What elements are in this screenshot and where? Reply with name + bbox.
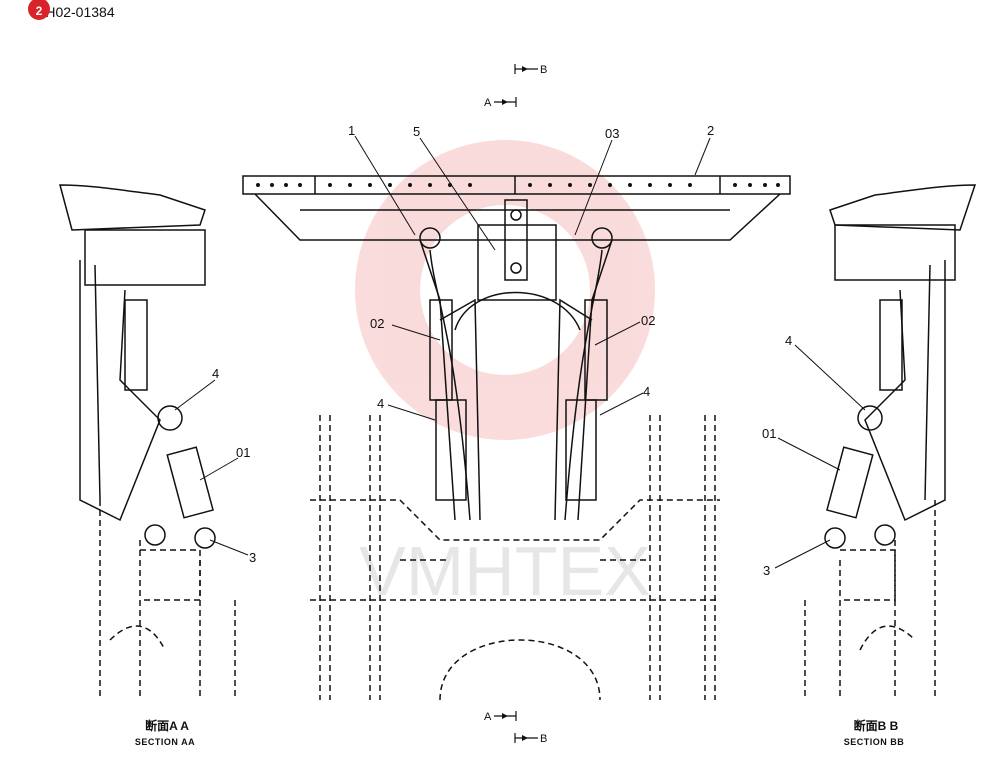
callout-part-2: 2: [707, 123, 714, 138]
section-bb-title-cn: 断面B B: [854, 718, 899, 733]
callout-part-02-right: 02: [641, 313, 655, 328]
arch-frame: [429, 249, 603, 521]
section-aa-view: [59, 184, 236, 700]
document-code: 2 YH02-01384: [28, 0, 115, 20]
callout-bb-part-3: 3: [763, 563, 770, 578]
watermark-text: VMHTEX: [359, 532, 651, 610]
callout-bb-part-4: 4: [785, 333, 792, 348]
leader-lines: [174, 135, 866, 569]
marker-bottom-a-label: A: [484, 711, 492, 723]
callout-aa-part-01: 01: [236, 445, 250, 460]
beam-holes: [256, 183, 780, 187]
section-aa-title-en: SECTION AA: [135, 737, 195, 747]
callout-part-4-right: 4: [643, 384, 650, 399]
callout-part-4-left: 4: [377, 396, 384, 411]
section-marker-bottom-a: A: [484, 711, 517, 723]
center-block: [477, 224, 557, 301]
callout-part-5: 5: [413, 124, 420, 139]
callout-part-03: 03: [605, 126, 619, 141]
callout-aa-part-4: 4: [212, 366, 219, 381]
section-marker-top-a: A: [484, 97, 517, 109]
marker-top-b-label: B: [540, 64, 547, 76]
section-bb-title-en: SECTION BB: [844, 737, 905, 747]
callout-aa-part-3: 3: [249, 550, 256, 565]
lower-frame: [310, 415, 720, 701]
front-view: [242, 175, 791, 701]
callout-part-1: 1: [348, 123, 355, 138]
marker-bottom-b-label: B: [540, 733, 547, 745]
section-bb-view: [804, 184, 977, 700]
marker-top-a-label: A: [484, 97, 492, 109]
top-beam: [242, 175, 791, 195]
page-badge: 2: [28, 0, 50, 20]
section-marker-bottom-b: B: [514, 733, 547, 745]
document-code-text: YH02-01384: [36, 4, 115, 20]
section-marker-top-b: B: [514, 64, 547, 76]
callout-part-02-left: 02: [370, 316, 384, 331]
section-aa-title-cn: 断面A A: [145, 718, 189, 733]
callout-bb-part-01: 01: [762, 426, 776, 441]
